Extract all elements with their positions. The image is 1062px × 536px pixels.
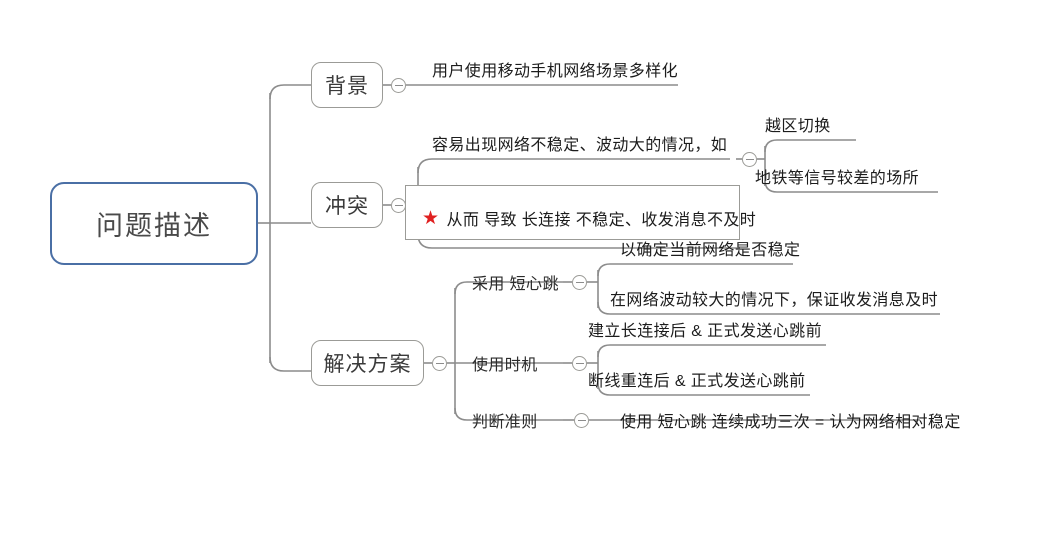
- collapse-minus-icon-usage-timing[interactable]: [572, 356, 587, 371]
- branch-node-conflict[interactable]: 冲突: [311, 182, 383, 228]
- branch-label: 解决方案: [323, 353, 412, 376]
- topic-label: 越区切换: [765, 118, 831, 135]
- branch-label: 冲突: [325, 195, 369, 218]
- topic-label: 建立长连接后 & 正式发送心跳前: [588, 323, 822, 340]
- topic-weak-signal-places[interactable]: 地铁等信号较差的场所: [755, 162, 919, 190]
- root-node-label: 问题描述: [96, 211, 212, 241]
- topic-usage-timing[interactable]: 使用时机: [472, 349, 538, 377]
- topic-ensure-timely-messages[interactable]: 在网络波动较大的情况下，保证收发消息及时: [610, 284, 938, 312]
- topic-label: 用户使用移动手机网络场景多样化: [432, 63, 679, 80]
- branch-node-background[interactable]: 背景: [311, 62, 383, 108]
- root-node[interactable]: 问题描述: [50, 182, 258, 265]
- branch-label: 背景: [325, 75, 369, 98]
- topic-label: 断线重连后 & 正式发送心跳前: [588, 373, 806, 390]
- topic-label: 从而 导致 长连接 不稳定、收发消息不及时: [446, 212, 757, 229]
- collapse-minus-icon-conflict[interactable]: [391, 198, 406, 213]
- collapse-minus-icon-background[interactable]: [391, 78, 406, 93]
- collapse-minus-icon-network-unstable[interactable]: [742, 152, 757, 167]
- collapse-minus-icon-short-heartbeat[interactable]: [572, 275, 587, 290]
- topic-conflict-network-unstable[interactable]: 容易出现网络不稳定、波动大的情况，如: [432, 129, 727, 157]
- topic-label: 以确定当前网络是否稳定: [620, 242, 801, 259]
- topic-confirm-network-stable[interactable]: 以确定当前网络是否稳定: [620, 234, 800, 262]
- topic-background-detail[interactable]: 用户使用移动手机网络场景多样化: [432, 55, 678, 83]
- topic-three-consecutive-success[interactable]: 使用 短心跳 连续成功三次 = 认为网络相对稳定: [620, 406, 961, 434]
- topic-label: 采用 短心跳: [472, 276, 559, 293]
- collapse-minus-icon-judgement-rule[interactable]: [574, 413, 589, 428]
- topic-label: 使用时机: [472, 357, 538, 374]
- topic-label: 在网络波动较大的情况下，保证收发消息及时: [610, 292, 939, 309]
- star-icon: ★: [422, 207, 440, 229]
- topic-label: 使用 短心跳 连续成功三次 = 认为网络相对稳定: [620, 414, 961, 431]
- topic-after-connection-established[interactable]: 建立长连接后 & 正式发送心跳前: [588, 315, 822, 343]
- topic-cell-handover[interactable]: 越区切换: [765, 110, 831, 138]
- branch-node-solution[interactable]: 解决方案: [311, 340, 424, 386]
- callout-box-conflict-result: [405, 185, 740, 240]
- topic-label: 判断准则: [472, 414, 538, 431]
- topic-after-reconnect[interactable]: 断线重连后 & 正式发送心跳前: [588, 365, 806, 393]
- collapse-minus-icon-solution[interactable]: [432, 356, 447, 371]
- topic-label: 容易出现网络不稳定、波动大的情况，如: [432, 137, 728, 154]
- topic-conflict-result[interactable]: ★ 从而 导致 长连接 不稳定、收发消息不及时: [422, 204, 756, 232]
- topic-short-heartbeat[interactable]: 采用 短心跳: [472, 268, 559, 296]
- topic-label: 地铁等信号较差的场所: [755, 170, 920, 187]
- topic-judgement-rule[interactable]: 判断准则: [472, 406, 538, 434]
